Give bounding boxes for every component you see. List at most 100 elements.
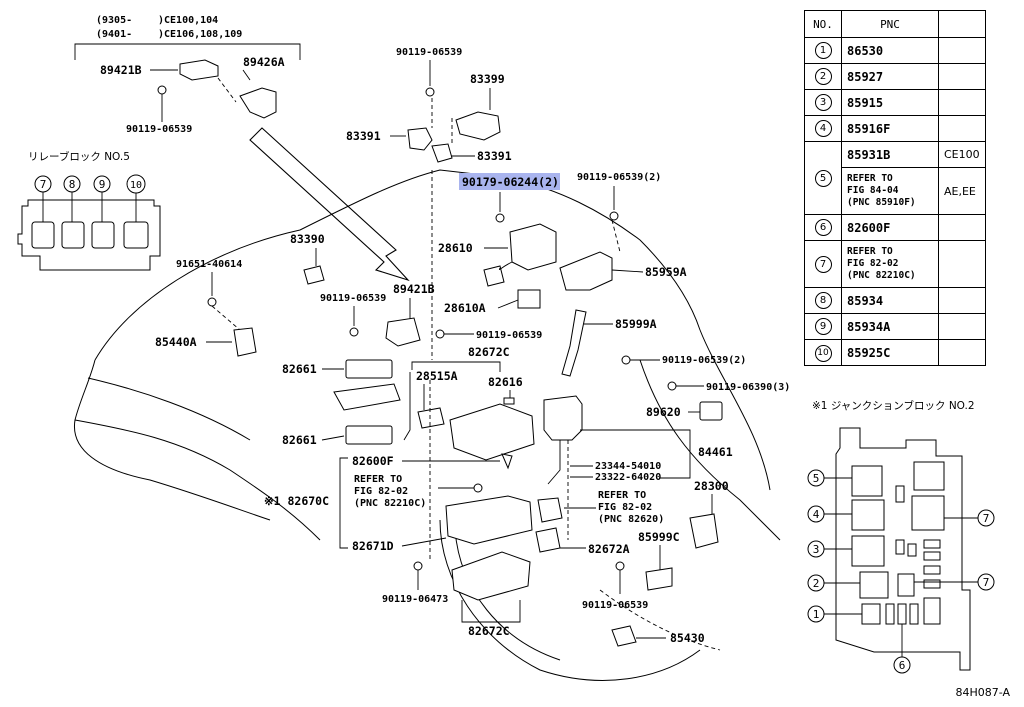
relay-part-28515A	[417, 407, 445, 429]
row-pnc[interactable]: 85934A	[841, 313, 939, 340]
label-91651-40614[interactable]: 91651-40614	[176, 259, 242, 270]
label-82670C[interactable]: ※1 82670C	[264, 494, 329, 508]
label-82671D[interactable]: 82671D	[352, 539, 394, 553]
leader-line	[497, 299, 519, 309]
relay-socket-9	[91, 221, 115, 249]
clamp-part	[407, 127, 433, 151]
label-90119-06539-g[interactable]: 90119-06539	[582, 600, 648, 611]
label-82661-b[interactable]: 82661	[282, 433, 317, 447]
label-82661-a[interactable]: 82661	[282, 362, 317, 376]
label-28300[interactable]: 28300	[694, 479, 729, 493]
label-84461[interactable]: 84461	[698, 445, 733, 459]
row-pnc-ref[interactable]: REFER TO FIG 84-04 (PNC 85910F)	[841, 167, 939, 215]
row-extra	[938, 37, 986, 64]
row-pnc[interactable]: 85925C	[841, 339, 939, 366]
row-pnc[interactable]: 85915	[841, 89, 939, 116]
upper-center-parts: 90119-06539 83399 83391 83391 90179-0624…	[155, 47, 746, 377]
dashed-guide	[599, 589, 721, 651]
fuse-part	[473, 483, 483, 493]
bracket-line	[339, 457, 348, 549]
label-23344-54010[interactable]: 23344-54010	[595, 461, 661, 472]
label-89421B-mid[interactable]: 89421B	[393, 282, 435, 296]
label-23322-64020[interactable]: 23322-64020	[595, 472, 661, 483]
ref1-line-c: (PNC 82210C)	[354, 498, 426, 509]
label-89421B-top[interactable]: 89421B	[100, 63, 142, 77]
label-90119-06539-a[interactable]: 90119-06539	[126, 124, 192, 135]
relay-part	[537, 497, 563, 523]
label-82672C-a[interactable]: 82672C	[468, 345, 510, 359]
fuse-cover-part	[345, 359, 393, 379]
leader-line	[401, 537, 447, 547]
label-28515A[interactable]: 28515A	[416, 369, 458, 383]
label-90119-06539-e[interactable]: 90119-06539	[476, 330, 542, 341]
table-row: 3 85915	[804, 89, 986, 116]
row-number: 6	[814, 219, 832, 236]
junction-block-part	[445, 495, 533, 545]
wire-line	[403, 372, 411, 441]
side-panel-line	[639, 359, 781, 541]
row-number: 8	[814, 292, 832, 309]
label-82672A[interactable]: 82672A	[588, 542, 630, 556]
table-row: 7 REFER TO FIG 82-02 (PNC 82210C)	[804, 240, 986, 288]
label-90179-06244[interactable]: 90179-06244(2)	[462, 175, 559, 189]
label-82672C-b[interactable]: 82672C	[468, 624, 510, 638]
label-83391-b[interactable]: 83391	[477, 149, 512, 163]
label-85440A[interactable]: 85440A	[155, 335, 197, 349]
label-28610[interactable]: 28610	[438, 241, 473, 255]
relay-num-10: 10	[130, 180, 142, 191]
junction-num-3: 3	[813, 543, 820, 556]
row-pnc[interactable]: 82600F	[841, 214, 939, 241]
label-90119-06390[interactable]: 90119-06390(3)	[706, 382, 790, 393]
label-83391-a[interactable]: 83391	[346, 129, 381, 143]
label-89620[interactable]: 89620	[646, 405, 681, 419]
socket-top-right	[913, 461, 945, 491]
label-85999C[interactable]: 85999C	[638, 530, 680, 544]
label-89426A[interactable]: 89426A	[243, 55, 285, 69]
row-number: 5	[814, 169, 832, 187]
dashed-guide	[211, 305, 241, 331]
junction-block-no2: ※1 ジャンクションブロック NO.2 5 4 3 2 1	[807, 399, 995, 674]
relay-block-outline	[17, 199, 161, 271]
ref-line: REFER TO	[847, 173, 893, 184]
label-90119-06539-c[interactable]: 90119-06539(2)	[577, 172, 661, 183]
label-28610A[interactable]: 28610A	[444, 301, 486, 315]
row-pnc[interactable]: 85927	[841, 63, 939, 90]
label-90119-06473[interactable]: 90119-06473	[382, 594, 448, 605]
row-extra	[938, 287, 986, 314]
starter-relay-part	[689, 513, 719, 549]
ref-line: (PNC 85910F)	[847, 197, 916, 208]
fender-edge-line	[699, 329, 771, 491]
row-pnc-ref[interactable]: REFER TO FIG 82-02 (PNC 82210C)	[841, 240, 939, 288]
label-83390[interactable]: 83390	[290, 232, 325, 246]
socket-6b	[897, 603, 907, 625]
ref-line: REFER TO	[847, 246, 893, 257]
row-pnc[interactable]: 85931B	[841, 141, 939, 168]
label-90119-06539-f[interactable]: 90119-06539(2)	[662, 355, 746, 366]
cover-part	[535, 527, 561, 553]
tray-part	[333, 383, 401, 411]
ref2-line-a: REFER TO	[598, 490, 646, 501]
relay-block-no5: リレーブロック NO.5 7 8 9 10	[17, 150, 161, 271]
label-90119-06539-d[interactable]: 90119-06539	[320, 293, 386, 304]
label-90119-06539-b[interactable]: 90119-06539	[396, 47, 462, 58]
row-pnc[interactable]: 85916F	[841, 115, 939, 142]
row-extra	[938, 115, 986, 142]
label-85430[interactable]: 85430	[670, 631, 705, 645]
row-pnc[interactable]: 85934	[841, 287, 939, 314]
label-82600F[interactable]: 82600F	[352, 454, 394, 468]
table-header-row: NO. PNC	[804, 10, 986, 38]
row-pnc[interactable]: 86530	[841, 37, 939, 64]
clip-part	[503, 397, 515, 405]
junction-num-7-bottom: 7	[983, 576, 990, 589]
row-extra	[938, 240, 986, 288]
socket-1	[861, 603, 881, 625]
label-85959A[interactable]: 85959A	[645, 265, 687, 279]
label-82616[interactable]: 82616	[488, 375, 523, 389]
socket-small	[923, 597, 941, 625]
label-85999A[interactable]: 85999A	[615, 317, 657, 331]
relay-part-28610	[509, 223, 557, 271]
leader-line	[580, 429, 691, 479]
label-83399[interactable]: 83399	[470, 72, 505, 86]
bolt-part	[425, 87, 435, 97]
